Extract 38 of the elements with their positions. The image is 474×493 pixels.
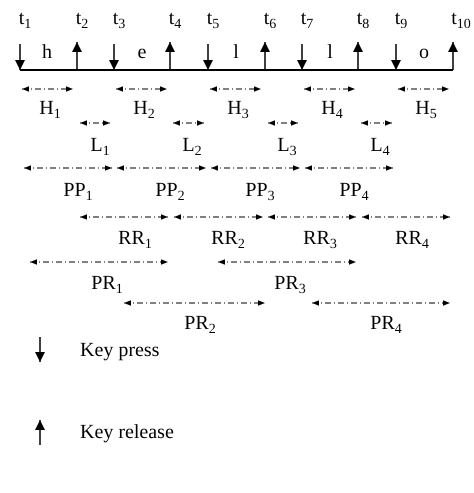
time-label: t$_{6}$ (264, 8, 276, 28)
interval-label: RR$_{2}$ (211, 228, 245, 248)
interval-label: L$_{2}$ (182, 135, 202, 155)
interval-label: RR$_{1}$ (118, 228, 152, 248)
interval-label: PP$_{3}$ (245, 180, 275, 200)
interval-label: PP$_{2}$ (155, 180, 185, 200)
interval-label: H$_{5}$ (415, 98, 437, 118)
interval-label: PR$_{4}$ (370, 313, 402, 333)
time-label: t$_{7}$ (300, 8, 314, 28)
interval-label: L$_{1}$ (90, 135, 110, 155)
time-label: t$_{10}$ (451, 8, 471, 28)
interval-label: H$_{2}$ (133, 98, 155, 118)
time-label: t$_{4}$ (168, 8, 182, 28)
interval-label: L$_{4}$ (370, 135, 390, 155)
interval-label: PP$_{4}$ (339, 180, 369, 200)
time-label: t$_{9}$ (394, 8, 408, 28)
interval-label: PR$_{2}$ (184, 313, 216, 333)
interval-label: PR$_{3}$ (274, 273, 306, 293)
interval-label: PR$_{1}$ (91, 273, 123, 293)
time-label: t$_{8}$ (356, 8, 370, 28)
time-label: t$_{1}$ (18, 8, 32, 28)
interval-label: H$_{1}$ (39, 98, 61, 118)
time-label: t$_{3}$ (112, 8, 126, 28)
interval-label: L$_{3}$ (277, 135, 297, 155)
interval-label: H$_{3}$ (227, 98, 249, 118)
key-letter: e (138, 42, 146, 62)
key-letter: h (42, 42, 52, 62)
interval-label: RR$_{3}$ (303, 228, 337, 248)
legend-text: Key press (80, 340, 160, 360)
interval-label: H$_{4}$ (321, 98, 343, 118)
interval-label: PP$_{1}$ (63, 180, 93, 200)
time-label: t$_{5}$ (206, 8, 220, 28)
interval-label: RR$_{4}$ (395, 228, 429, 248)
key-letter: l (327, 42, 333, 62)
legend-text: Key release (80, 422, 174, 442)
time-label: t$_{2}$ (76, 8, 88, 28)
key-letter: l (233, 42, 239, 62)
key-letter: o (419, 42, 429, 62)
